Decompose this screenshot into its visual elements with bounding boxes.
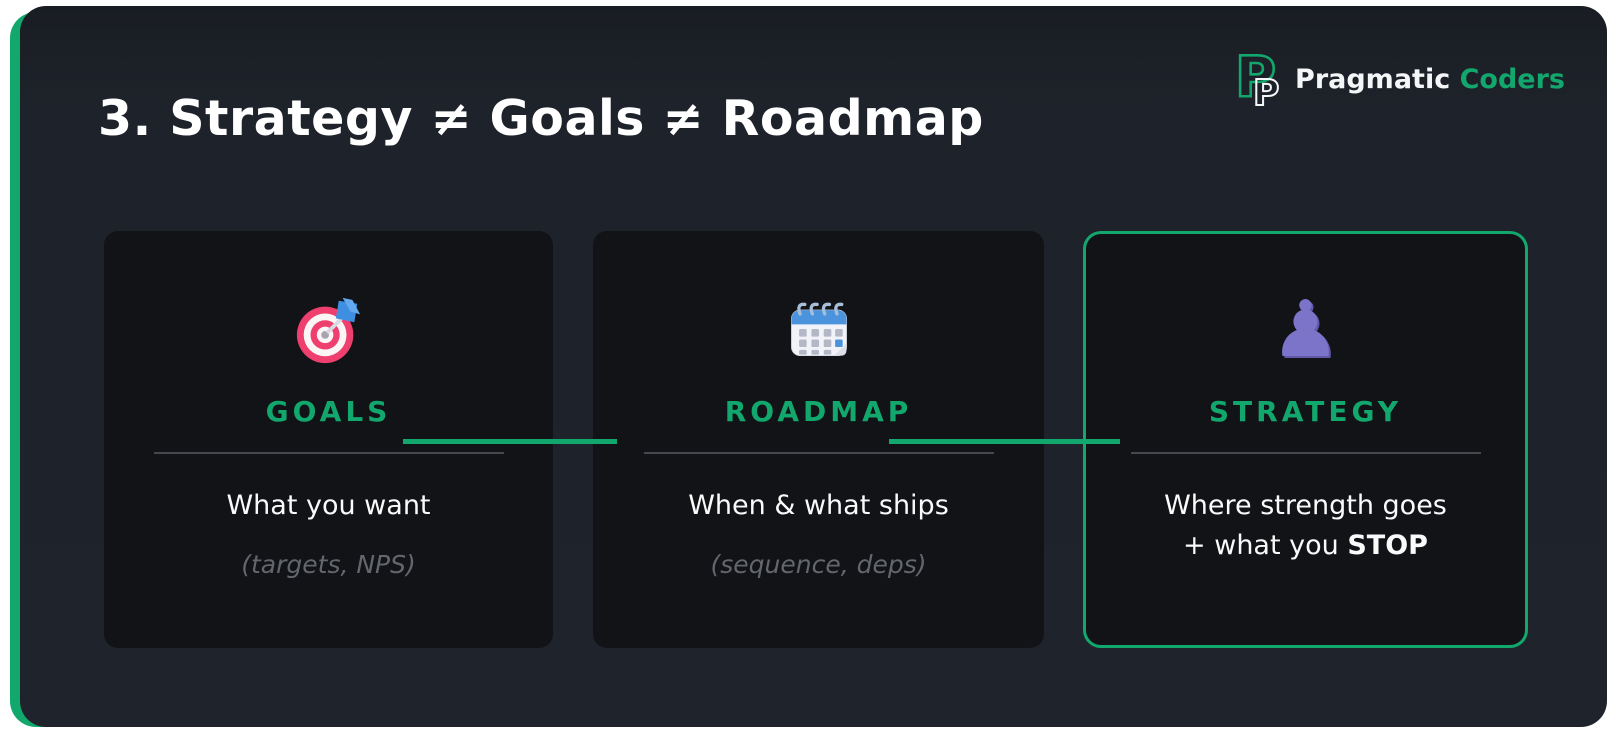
card-roadmap-divider — [643, 452, 994, 454]
card-goals-line2: (targets, NPS) — [241, 550, 416, 579]
card-goals-title: GOALS — [265, 395, 392, 428]
card-roadmap-line2: (sequence, deps) — [710, 550, 927, 579]
chess-pawn-glyph: ♟ — [1270, 285, 1341, 375]
card-strategy-line1: Where strength goes — [1164, 490, 1447, 521]
page-title: 3. Strategy ≠ Goals ≠ Roadmap — [98, 90, 984, 147]
card-goals-line1: What you want — [226, 490, 431, 521]
brand-logo: P P Pragmatic Coders — [1234, 44, 1565, 115]
card-strategy-divider — [1130, 452, 1481, 454]
brand-name-second: Coders — [1459, 63, 1565, 95]
brand-name-first: Pragmatic — [1295, 63, 1451, 95]
card-strategy-title: STRATEGY — [1208, 395, 1403, 428]
svg-text:P: P — [1235, 46, 1276, 108]
slide: 3. Strategy ≠ Goals ≠ Roadmap P P Pragma… — [20, 6, 1607, 727]
calendar-icon — [783, 289, 855, 371]
chess-pawn-icon: ♟ — [1271, 289, 1341, 371]
double-p-logo-icon: P P — [1234, 44, 1283, 115]
card-roadmap-title: ROADMAP — [724, 395, 913, 428]
card-roadmap-line1: When & what ships — [688, 490, 949, 521]
connector-roadmap-strategy — [889, 439, 1120, 444]
brand-name: Pragmatic Coders — [1295, 64, 1565, 95]
svg-text:P: P — [1253, 73, 1279, 108]
card-strategy-body: Where strength goes + what you STOP — [1164, 486, 1447, 566]
card-strategy-line2-prefix: + what you — [1183, 530, 1348, 561]
connector-goals-roadmap — [403, 439, 617, 444]
card-goals-divider — [153, 452, 504, 454]
card-strategy: ♟ STRATEGY Where strength goes + what yo… — [1083, 231, 1528, 648]
target-dart-icon — [292, 289, 366, 371]
card-strategy-stop-emphasis: STOP — [1347, 530, 1428, 561]
